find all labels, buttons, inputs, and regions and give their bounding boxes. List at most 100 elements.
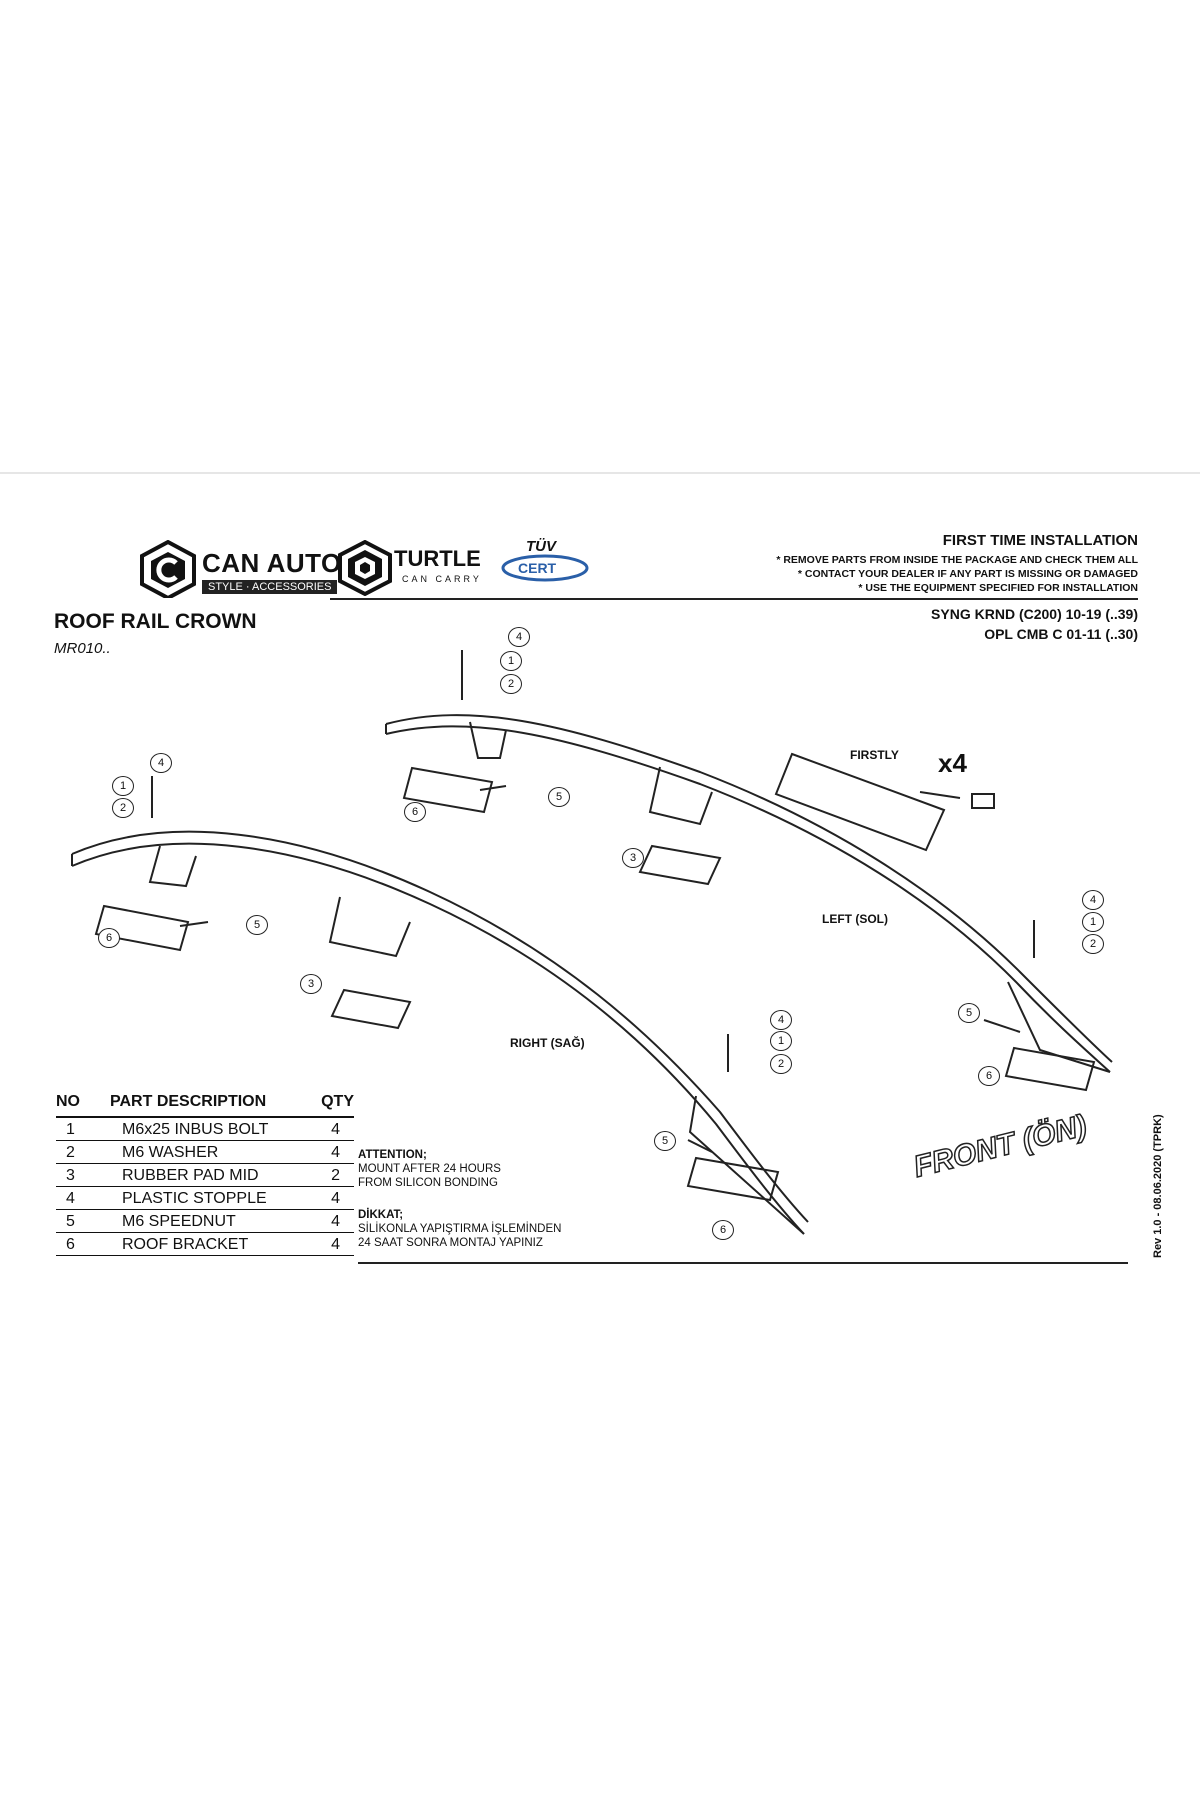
attention-note: ATTENTION; MOUNT AFTER 24 HOURS FROM SIL… [358,1148,501,1190]
right-side-label: RIGHT (SAĞ) [510,1036,585,1050]
row-no: 4 [66,1190,75,1207]
callout-2: 2 [770,1054,792,1074]
header-divider [330,598,1138,600]
callout-5: 5 [548,787,570,807]
dikkat-note: DİKKAT; SİLİKONLA YAPIŞTIRMA İŞLEMİNDEN … [358,1208,561,1250]
callout-4: 4 [770,1010,792,1030]
callout-5: 5 [654,1131,676,1151]
header-description: PART DESCRIPTION [110,1093,267,1110]
assembly-diagram [71,650,1113,1235]
footer-divider [358,1262,1128,1264]
row-no: 1 [66,1121,75,1138]
table-row: 6 ROOF BRACKET 4 [56,1233,354,1256]
turtle-tagline: CAN CARRY [402,574,482,584]
row-qty: 4 [331,1190,340,1207]
rubber-pad-right [330,988,412,1030]
callout-5: 5 [246,915,268,935]
product-code: MR010.. [54,640,111,657]
callout-6: 6 [98,928,120,948]
callout-1: 1 [770,1031,792,1051]
vehicle-models: SYNG KRND (C200) 10-19 (..39) OPL CMB C … [931,604,1138,644]
installation-line: * CONTACT YOUR DEALER IF ANY PART IS MIS… [797,568,1138,580]
right-roof-rail [71,830,809,1235]
attention-line: FROM SILICON BONDING [358,1177,498,1189]
callout-2: 2 [112,798,134,818]
callout-6: 6 [712,1220,734,1240]
callout-2: 2 [1082,934,1104,954]
table-row: 2 M6 WASHER 4 [56,1141,354,1164]
row-no: 3 [66,1167,75,1184]
roof-bracket [1004,1046,1096,1092]
can-auto-logo: CAN AUTO STYLE · ACCESSORIES [140,539,341,603]
can-auto-tagline: STYLE · ACCESSORIES [202,580,338,594]
roof-bracket [686,1156,780,1202]
table-row: 4 PLASTIC STOPPLE 4 [56,1187,354,1210]
attention-line: MOUNT AFTER 24 HOURS [358,1163,501,1175]
turtle-name: TURTLE [394,546,481,571]
installation-line: * REMOVE PARTS FROM INSIDE THE PACKAGE A… [776,554,1138,566]
callout-4: 4 [150,753,172,773]
roof-bracket [94,904,190,952]
left-side-label: LEFT (SOL) [822,912,888,926]
dikkat-line: SİLİKONLA YAPIŞTIRMA İŞLEMİNDEN [358,1223,562,1235]
row-description: PLASTIC STOPPLE [122,1190,267,1207]
arrow [919,791,961,799]
can-auto-name: CAN AUTO [202,548,342,578]
turtle-hexagon-icon [338,539,392,597]
table-row: 5 M6 SPEEDNUT 4 [56,1210,354,1233]
callout-3: 3 [300,974,322,994]
callout-5: 5 [958,1003,980,1023]
row-qty: 4 [331,1236,340,1253]
callout-6: 6 [978,1066,1000,1086]
cert-text: CERT [518,560,557,576]
row-no: 6 [66,1236,75,1253]
callout-4: 4 [1082,890,1104,910]
callout-6: 6 [404,802,426,822]
product-title: ROOF RAIL CROWN [54,610,257,633]
quantity-x4-label: x4 [938,748,967,778]
sheet-top-border [0,472,1200,474]
table-row: 3 RUBBER PAD MID 2 [56,1164,354,1187]
row-description: ROOF BRACKET [122,1236,249,1253]
installation-line: * USE THE EQUIPMENT SPECIFIED FOR INSTAL… [858,582,1138,594]
model-line: OPL CMB C 01-11 (..30) [984,626,1138,642]
row-qty: 4 [331,1213,340,1230]
speednut-detail [971,793,995,809]
firstly-bracket-detail [774,752,946,852]
parts-table: NO PART DESCRIPTION QTY 1 M6x25 INBUS BO… [56,1090,354,1256]
row-description: M6 SPEEDNUT [122,1213,236,1230]
arrow [179,921,209,927]
callout-1: 1 [112,776,134,796]
tuv-cert-logo: TÜV CERT [500,538,590,587]
row-qty: 4 [331,1121,340,1138]
turtle-logo: TURTLE CAN CARRY [338,539,481,601]
model-line: SYNG KRND (C200) 10-19 (..39) [931,606,1138,622]
row-description: M6 WASHER [122,1144,219,1161]
header-no: NO [56,1093,80,1110]
dikkat-heading: DİKKAT; [358,1209,404,1221]
revision-label: Rev 1.0 - 08.06.2020 (TPRK) [1152,1114,1164,1258]
header-qty: QTY [321,1093,354,1110]
callout-1: 1 [1082,912,1104,932]
arrow [479,785,507,791]
arrow [687,1139,713,1153]
row-qty: 2 [331,1167,340,1184]
can-auto-hexagon-icon [140,539,196,601]
left-roof-rail [385,714,1113,1073]
row-qty: 4 [331,1144,340,1161]
row-no: 2 [66,1144,75,1161]
firstly-label: FIRSTLY [850,748,899,762]
parts-table-header: NO PART DESCRIPTION QTY [56,1090,354,1118]
tuv-ellipse-icon [501,554,589,582]
arrow [983,1019,1021,1033]
installation-notes: FIRST TIME INSTALLATION * REMOVE PARTS F… [776,532,1138,595]
roof-bracket [402,766,494,814]
callout-4: 4 [508,627,530,647]
rubber-pad-left [638,844,722,886]
tuv-text: TÜV [526,538,556,555]
callout-1: 1 [500,651,522,671]
dikkat-line: 24 SAAT SONRA MONTAJ YAPINIZ [358,1237,543,1249]
callout-3: 3 [622,848,644,868]
row-description: RUBBER PAD MID [122,1167,259,1184]
row-no: 5 [66,1213,75,1230]
